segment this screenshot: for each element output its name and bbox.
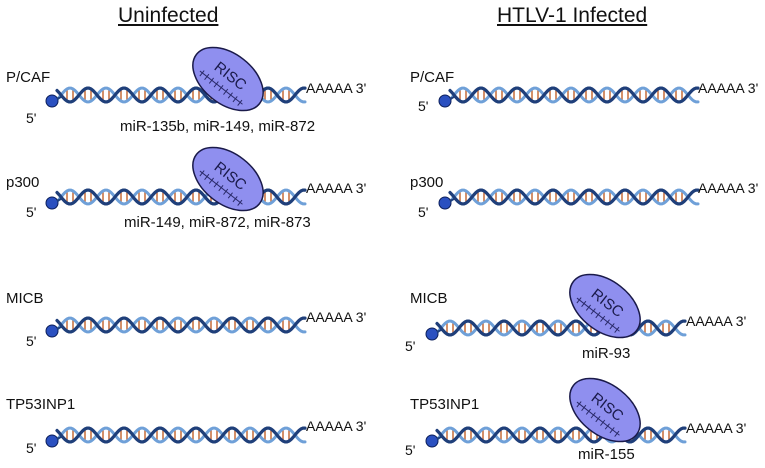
helix-backbone [55,316,307,334]
gene-label-p300-right: p300 [410,174,444,191]
five-prime-cap [438,94,452,108]
five-prime-label-p300-right: 5' [418,204,429,220]
risc-ellipse [192,46,264,112]
helix-backbone [435,319,687,337]
risc-ellipse [192,146,264,212]
gene-label-micb-left: MICB [6,290,44,307]
five-prime-cap [45,434,59,448]
poly-a-tail-p300-right: AAAAA 3' [698,180,759,196]
poly-a-tail-tp53inp1-left: AAAAA 3' [306,418,367,434]
poly-a-tail-pcaf-left: AAAAA 3' [306,80,367,96]
helix-backbone [55,188,307,206]
mirna-label-pcaf-left: miR-135b, miR-149, miR-872 [120,118,316,135]
five-prime-label-p300-left: 5' [26,204,37,220]
risc-complex-tp53inp1-right: RISC [569,377,641,443]
five-prime-cap [425,327,439,341]
helix-backbone [448,86,700,104]
helix-backbone [448,86,700,104]
gene-label-tp53inp1-right: TP53INP1 [410,396,480,413]
mrna-strand-pcaf-right [438,86,700,108]
gene-label-tp53inp1-left: TP53INP1 [6,396,76,413]
gene-label-pcaf-left: P/CAF [6,69,51,86]
mirna-label-p300-left: miR-149, miR-872, miR-873 [124,214,311,231]
five-prime-cap [438,196,452,210]
risc-ellipse [569,273,641,339]
five-prime-label-micb-left: 5' [26,333,37,349]
risc-complex-pcaf-left: RISC [192,46,264,112]
poly-a-tail-p300-left: AAAAA 3' [306,180,367,196]
helix-backbone [55,426,307,444]
helix-backbone [448,188,700,206]
poly-a-tail-tp53inp1-right: AAAAA 3' [686,420,747,436]
gene-label-p300-left: p300 [6,174,40,191]
mrna-strand-micb-right [425,319,687,341]
five-prime-label-pcaf-left: 5' [26,110,37,126]
five-prime-label-tp53inp1-right: 5' [405,442,416,458]
mirna-label-tp53inp1-right: miR-155 [578,446,635,463]
helix-backbone [55,316,307,334]
htlv1-infected-title: HTLV-1 Infected [497,4,648,27]
mrna-strand-micb-left [45,316,307,338]
helix-backbone [55,426,307,444]
helix-backbone [55,86,307,104]
uninfected-title: Uninfected [118,4,219,27]
mrna-strand-tp53inp1-left [45,426,307,448]
helix-backbone [448,188,700,206]
risc-complex-p300-left: RISC [192,146,264,212]
risc-complex-micb-right: RISC [569,273,641,339]
gene-label-pcaf-right: P/CAF [410,69,455,86]
five-prime-cap [45,94,59,108]
poly-a-tail-micb-right: AAAAA 3' [686,313,747,329]
poly-a-tail-pcaf-right: AAAAA 3' [698,80,759,96]
helix-backbone [435,426,687,444]
mrna-strand-tp53inp1-right [425,426,687,448]
poly-a-tail-micb-left: AAAAA 3' [306,309,367,325]
five-prime-label-micb-right: 5' [405,338,416,354]
five-prime-cap [45,324,59,338]
five-prime-cap [45,196,59,210]
gene-label-micb-right: MICB [410,290,448,307]
five-prime-cap [425,434,439,448]
mirna-label-micb-right: miR-93 [582,345,631,362]
mrna-strand-p300-right [438,188,700,210]
five-prime-label-tp53inp1-left: 5' [26,440,37,456]
helix-backbone [435,319,687,337]
risc-ellipse [569,377,641,443]
helix-backbone [435,426,687,444]
five-prime-label-pcaf-right: 5' [418,98,429,114]
